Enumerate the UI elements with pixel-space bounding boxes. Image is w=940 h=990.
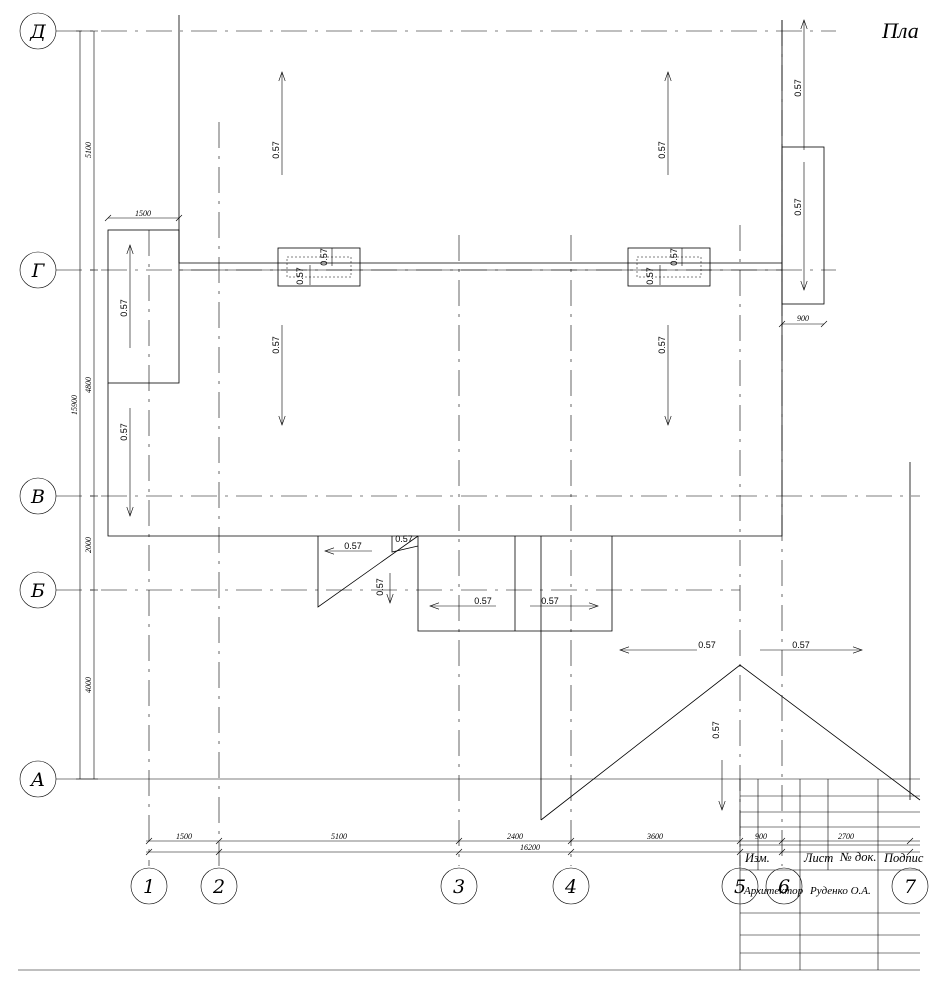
slope-arrow: 0.57	[429, 596, 496, 610]
dim-h-3-4: 2400	[507, 832, 523, 841]
axis-bubble-1: 1	[130, 867, 168, 905]
axis-bubble-7: 7	[891, 867, 929, 905]
axis-bubble-3: 3	[440, 867, 478, 905]
slope-arrow: 0.57	[793, 162, 808, 291]
slope-label: 0.57	[119, 299, 129, 317]
dim-right-box-width: 900	[797, 314, 809, 323]
chimney-left	[277, 247, 361, 287]
dim-h-5-6: 900	[755, 832, 767, 841]
title-block-name: Руденко О.А.	[809, 885, 871, 897]
slope-arrow: 0.57	[324, 541, 372, 555]
box-dimension-lines	[104, 214, 828, 328]
axis-bubble-d: Д	[19, 12, 57, 50]
slope-label: 0.57	[793, 198, 803, 216]
slope-label: 0.57	[344, 541, 362, 551]
slope-label: 0.57	[792, 640, 810, 650]
dim-h-2-3: 5100	[331, 832, 347, 841]
slope-arrow: 0.57	[119, 408, 134, 517]
axis-bubble-a: А	[19, 760, 57, 798]
dim-h-1-2: 1500	[176, 832, 192, 841]
axis-bubble-b: Б	[19, 571, 57, 609]
slope-label: 0.57	[711, 721, 721, 739]
slope-arrow: 0.57	[711, 721, 726, 811]
axis-bubble-5: 5	[721, 867, 759, 905]
slope-arrow: 0.57	[271, 325, 286, 426]
slope-label: 0.57	[375, 578, 385, 596]
axis-label-g: Г	[31, 260, 46, 282]
slope-label: 0.57	[271, 141, 281, 159]
title-block-role: Архитектор	[743, 885, 804, 897]
slope-arrow: 0.57	[375, 573, 394, 604]
title-block-izm: Изм.	[744, 851, 770, 865]
axis-label-2: 2	[212, 876, 225, 898]
axis-label-1: 1	[143, 876, 155, 898]
slope-label: 0.57	[657, 336, 667, 354]
slope-label: 0.57	[793, 79, 803, 97]
title-block-doc: № док.	[839, 850, 876, 864]
slope-label: 0.57	[657, 141, 667, 159]
dim-h-6-7: 2700	[838, 832, 854, 841]
dim-d-g: 5100	[84, 142, 93, 158]
slope-arrow: 0.57	[530, 596, 599, 610]
dim-b-a: 4000	[84, 677, 93, 693]
chimney-right	[627, 247, 711, 287]
axis-label-5: 5	[734, 876, 746, 898]
sheet-title: Пла	[881, 18, 919, 43]
horizontal-axis-lines	[56, 30, 920, 780]
dim-h-4-5: 3600	[646, 832, 663, 841]
axis-bubble-4: 4	[552, 867, 590, 905]
dim-vertical-sub: 4800	[84, 377, 93, 393]
slope-label: 0.57	[541, 596, 559, 606]
dim-vertical-total: 15900	[70, 395, 79, 415]
title-block-podp: Подпис	[883, 851, 924, 865]
slope-arrow: 0.57	[657, 71, 672, 175]
axis-label-3: 3	[453, 876, 465, 898]
vertical-axis-lines	[148, 20, 783, 866]
slope-label: 0.57	[319, 248, 329, 266]
axis-bubble-6: 6	[765, 867, 803, 905]
slope-label: 0.57	[698, 640, 716, 650]
axis-label-7: 7	[904, 876, 917, 898]
axis-label-6: 6	[778, 876, 790, 898]
dim-v-b: 2000	[84, 537, 93, 553]
slope-label: 0.57	[271, 336, 281, 354]
slope-arrows: 0.57 0.57 0.57 0.57 0.57 0.57 0.57 0.57 0.57 0.57…	[119, 19, 863, 811]
left-dimension-lines	[76, 30, 98, 780]
slope-label: 0.57	[395, 534, 413, 544]
axis-label-d: Д	[29, 21, 46, 43]
roof-outline	[107, 15, 921, 821]
slope-label: 0.57	[645, 267, 655, 285]
title-block-lines	[739, 778, 920, 970]
slope-arrow: 0.57	[793, 19, 808, 150]
slope-arrow: 0.57	[119, 244, 134, 348]
axis-bubble-g: Г	[19, 251, 57, 289]
slope-label: 0.57	[119, 423, 129, 441]
axis-label-b: Б	[30, 580, 45, 602]
axis-bubble-v: В	[19, 477, 57, 515]
axis-bubble-2: 2	[200, 867, 238, 905]
bottom-dimension-lines	[145, 837, 920, 856]
dim-h-total: 16200	[520, 843, 540, 852]
axis-label-4: 4	[564, 876, 577, 898]
slope-arrow: 0.57	[657, 325, 672, 426]
slope-label: 0.57	[295, 267, 305, 285]
slope-arrow: 0.57	[760, 640, 863, 654]
slope-arrow: 0.57	[271, 71, 286, 175]
dim-box-width: 1500	[135, 209, 151, 218]
axis-label-v: В	[30, 486, 45, 508]
slope-label: 0.57	[669, 248, 679, 266]
axis-label-a: А	[29, 769, 45, 791]
slope-arrow: 0.57	[619, 640, 716, 654]
slope-label: 0.57	[474, 596, 492, 606]
title-block-list: Лист	[803, 851, 833, 865]
